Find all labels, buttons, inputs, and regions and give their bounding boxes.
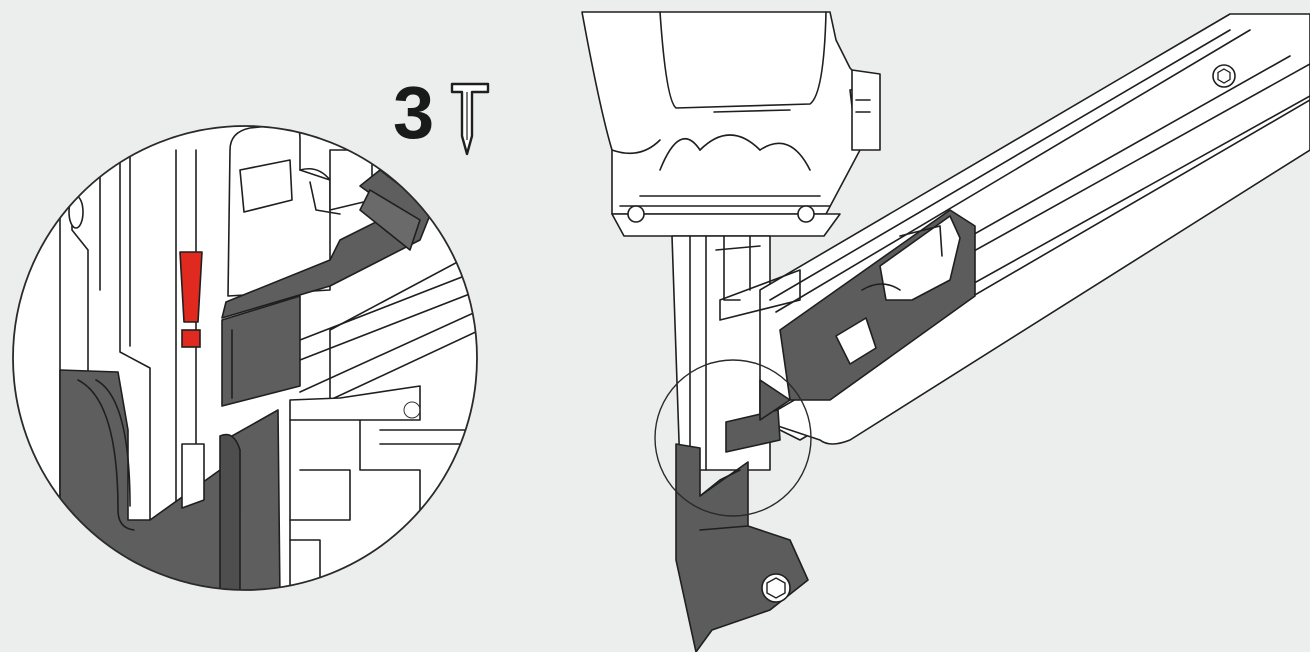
exclamation-icon: [179, 251, 203, 348]
step-number: 3: [393, 71, 435, 154]
nail-icon: [450, 82, 490, 156]
hex-screw-icon: [761, 573, 791, 603]
nailer-tool: [581, 11, 1310, 652]
detail-locator-circle: [654, 359, 812, 517]
zoom-detail-circle: [12, 125, 478, 591]
